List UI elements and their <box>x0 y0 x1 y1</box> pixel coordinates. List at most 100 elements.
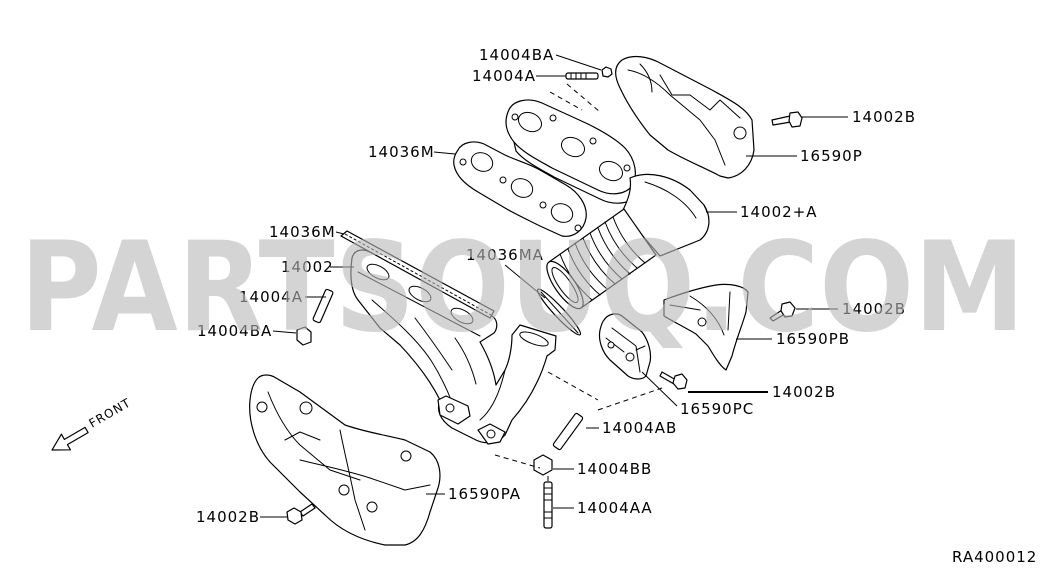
heat-shield-16590P <box>615 55 755 179</box>
nut-14004BA-left <box>296 326 312 346</box>
stud-14004A-top-threads <box>570 72 587 80</box>
callout-label-14002B-bottom-left[interactable]: 14002B <box>196 508 260 526</box>
leader-line <box>272 330 297 334</box>
gasket-14036MA-edge <box>540 291 579 334</box>
manifold-upper-port <box>598 160 624 182</box>
outlet-elbow <box>621 173 710 257</box>
callout-label-14002B-top[interactable]: 14002B <box>852 108 916 126</box>
heat-shield-16590PB-ridges <box>669 291 731 336</box>
heat-shield-16590PA-hole <box>299 401 313 415</box>
gasket-upper-port <box>550 203 574 223</box>
bolt-14002B-top <box>771 111 803 128</box>
manifold-upper-port <box>517 111 543 133</box>
exhaust-manifold-14002 <box>350 249 557 445</box>
callout-label-16590PA[interactable]: 16590PA <box>448 485 521 503</box>
stud-14004A-left <box>312 288 334 324</box>
heat-shield-16590PC-outline <box>598 313 652 380</box>
callout-label-14004AA[interactable]: 14004AA <box>577 499 653 517</box>
callout-label-16590PB[interactable]: 16590PB <box>776 330 850 348</box>
callout-label-14002B-right-middle[interactable]: 14002B <box>842 300 906 318</box>
manifold-lower-outlet-port <box>519 331 549 347</box>
heat-shield-16590P-ridges <box>627 63 741 166</box>
gasket-upper-port <box>510 178 534 198</box>
diagram-code: RA400012 <box>952 548 1037 566</box>
callout-label-14004AB[interactable]: 14004AB <box>602 419 677 437</box>
assembly-line <box>494 454 541 469</box>
flex-pipe-end-ring <box>546 260 584 310</box>
front-arrow-icon <box>51 426 89 451</box>
callout-label-14036M-middle[interactable]: 14036M <box>269 223 336 241</box>
gasket-14036MA <box>536 288 582 336</box>
bolt-14002B-top-head <box>788 111 803 128</box>
gasket-14036M-middle <box>340 230 495 319</box>
heat-shield-16590PA-outline <box>249 374 441 546</box>
bolt-14002B-right-lower <box>659 371 688 390</box>
heat-shield-16590PB-outline <box>663 283 749 371</box>
callout-label-14002[interactable]: 14002 <box>281 258 334 276</box>
gasket-14036M-middle-pattern <box>344 233 492 316</box>
gasket-upper-bolt-hole <box>539 201 547 209</box>
manifold-lower-flange-hole <box>486 429 496 439</box>
heat-shield-16590PA-hole <box>400 450 412 462</box>
stud-14004A-top <box>565 72 599 80</box>
heat-shield-16590PA <box>249 374 441 546</box>
front-label: FRONT <box>87 395 134 430</box>
heat-shield-16590PC-ridges <box>605 327 646 373</box>
callout-label-14036MA[interactable]: 14036MA <box>466 246 544 264</box>
heat-shield-16590P-bolt-hole <box>733 126 747 140</box>
callout-label-14002-A[interactable]: 14002+A <box>740 203 818 221</box>
heat-shield-16590PC <box>598 313 652 380</box>
manifold-upper-bolt-hole <box>589 137 597 145</box>
manifold-upper-bolt-hole <box>549 114 557 122</box>
bolt-14002B-top-shaft <box>771 115 792 126</box>
gasket-14036M-middle-strip <box>340 230 495 319</box>
leader-line <box>433 151 456 155</box>
heat-shield-16590PA-hole <box>256 401 268 413</box>
manifold-upper-bolt-hole <box>511 113 519 121</box>
manifold-upper-outlet-pipe <box>546 173 710 310</box>
gasket-upper-port <box>470 152 494 172</box>
callout-label-14002B-right-lower[interactable]: 14002B <box>772 383 836 401</box>
callout-label-14004BA-top[interactable]: 14004BA <box>479 46 554 64</box>
leader-line <box>504 264 546 299</box>
bolt-head <box>780 301 796 318</box>
manifold-lower-port <box>366 263 390 281</box>
manifold-lower-port <box>408 285 432 303</box>
heat-shield-16590PA-hole <box>366 501 378 513</box>
assembly-line <box>566 83 601 113</box>
heat-shield-16590P-outline <box>615 55 755 179</box>
manifold-lower-port <box>450 307 474 325</box>
callout-label-16590PC[interactable]: 16590PC <box>680 400 754 418</box>
gasket-14036M-upper <box>453 141 587 237</box>
nut-14004BA-top <box>601 66 613 78</box>
stud-14004AB <box>552 412 584 451</box>
manifold-lower-runners <box>357 271 506 421</box>
stud-14004AB-body <box>552 412 584 451</box>
stud-14004AA-threads <box>543 487 553 519</box>
manifold-upper-port <box>560 136 586 158</box>
callout-label-14036M-upper[interactable]: 14036M <box>368 143 435 161</box>
bolt-14002B-right-middle <box>769 301 796 322</box>
heat-shield-16590PA-hole <box>338 484 350 496</box>
stud-14004A-left-body <box>312 288 334 324</box>
nut-14004BB <box>533 454 553 476</box>
callout-label-14004BB[interactable]: 14004BB <box>577 460 652 478</box>
flex-pipe-end-opening <box>551 266 579 304</box>
assembly-line <box>549 91 583 111</box>
leader-line <box>335 231 345 235</box>
bolt-14002B-bottom-left <box>286 503 316 525</box>
callout-label-14004A-left[interactable]: 14004A <box>239 288 303 306</box>
gasket-upper-bolt-hole <box>499 176 507 184</box>
leader-line <box>555 54 602 71</box>
gasket-upper-bolt-hole <box>574 224 582 232</box>
callout-label-14004A-top[interactable]: 14004A <box>472 67 536 85</box>
manifold-upper-bolt-hole <box>623 164 631 172</box>
heat-shield-16590PB <box>663 283 749 371</box>
gasket-upper-bolt-hole <box>459 158 467 166</box>
stud-14004AA-body <box>543 481 553 529</box>
callout-label-14004BA-left[interactable]: 14004BA <box>197 322 272 340</box>
callout-label-16590P[interactable]: 16590P <box>800 147 863 165</box>
flex-pipe-corrugations <box>559 216 646 301</box>
stud-14004AA <box>543 481 553 529</box>
